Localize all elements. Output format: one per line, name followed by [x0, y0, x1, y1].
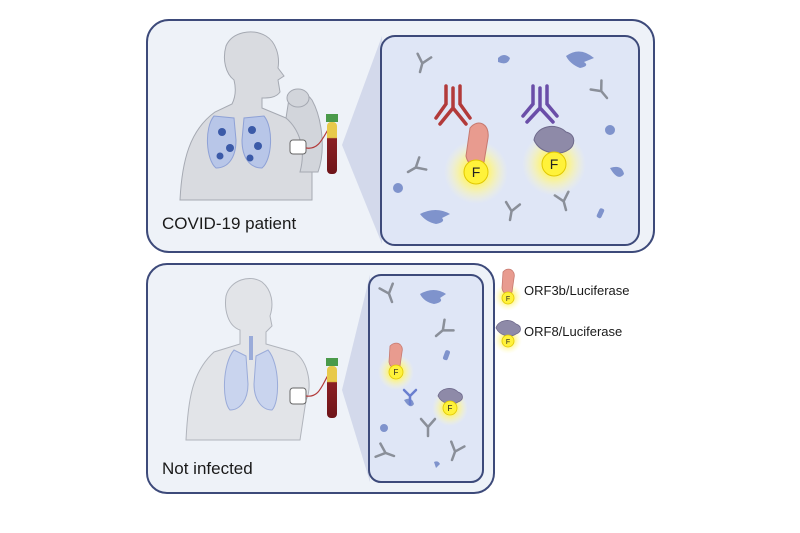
luciferase-f-4: F [448, 404, 453, 413]
legend-orf3b-icon: F [494, 268, 522, 311]
red-antibody-orf3b: F [434, 84, 508, 204]
patient-figure [179, 31, 331, 201]
healthy-inset: F F [368, 274, 484, 483]
bottom-panel-label: Not infected [162, 459, 253, 478]
blue-proteins [393, 51, 624, 224]
legend-orf3b-label: ORF3b/Luciferase [524, 283, 630, 298]
legend-f-1: F [506, 296, 510, 303]
legend: F ORF3b/Luciferase F ORF8/Luciferase [494, 268, 630, 354]
orf3b-small: F [378, 342, 414, 390]
orf8-small: F [432, 388, 468, 426]
blood-tube-top [326, 114, 338, 174]
luciferase-f-3: F [394, 368, 399, 377]
healthy-figure [185, 278, 331, 441]
not-infected-panel: F F Not infected [146, 263, 495, 494]
blue-antibody-bottom [402, 388, 418, 406]
legend-orf8-label: ORF8/Luciferase [524, 324, 622, 339]
covid-inset: F F [380, 35, 640, 246]
legend-orf8-icon: F [494, 320, 522, 354]
blood-tube-bottom [326, 358, 338, 418]
legend-f-2: F [506, 339, 510, 346]
top-panel-label: COVID-19 patient [162, 214, 296, 233]
covid-patient-panel: F F COVID-19 patient [146, 19, 655, 253]
luciferase-f-2: F [550, 156, 559, 172]
purple-antibody-orf8: F [521, 84, 586, 196]
luciferase-f-1: F [472, 164, 481, 180]
